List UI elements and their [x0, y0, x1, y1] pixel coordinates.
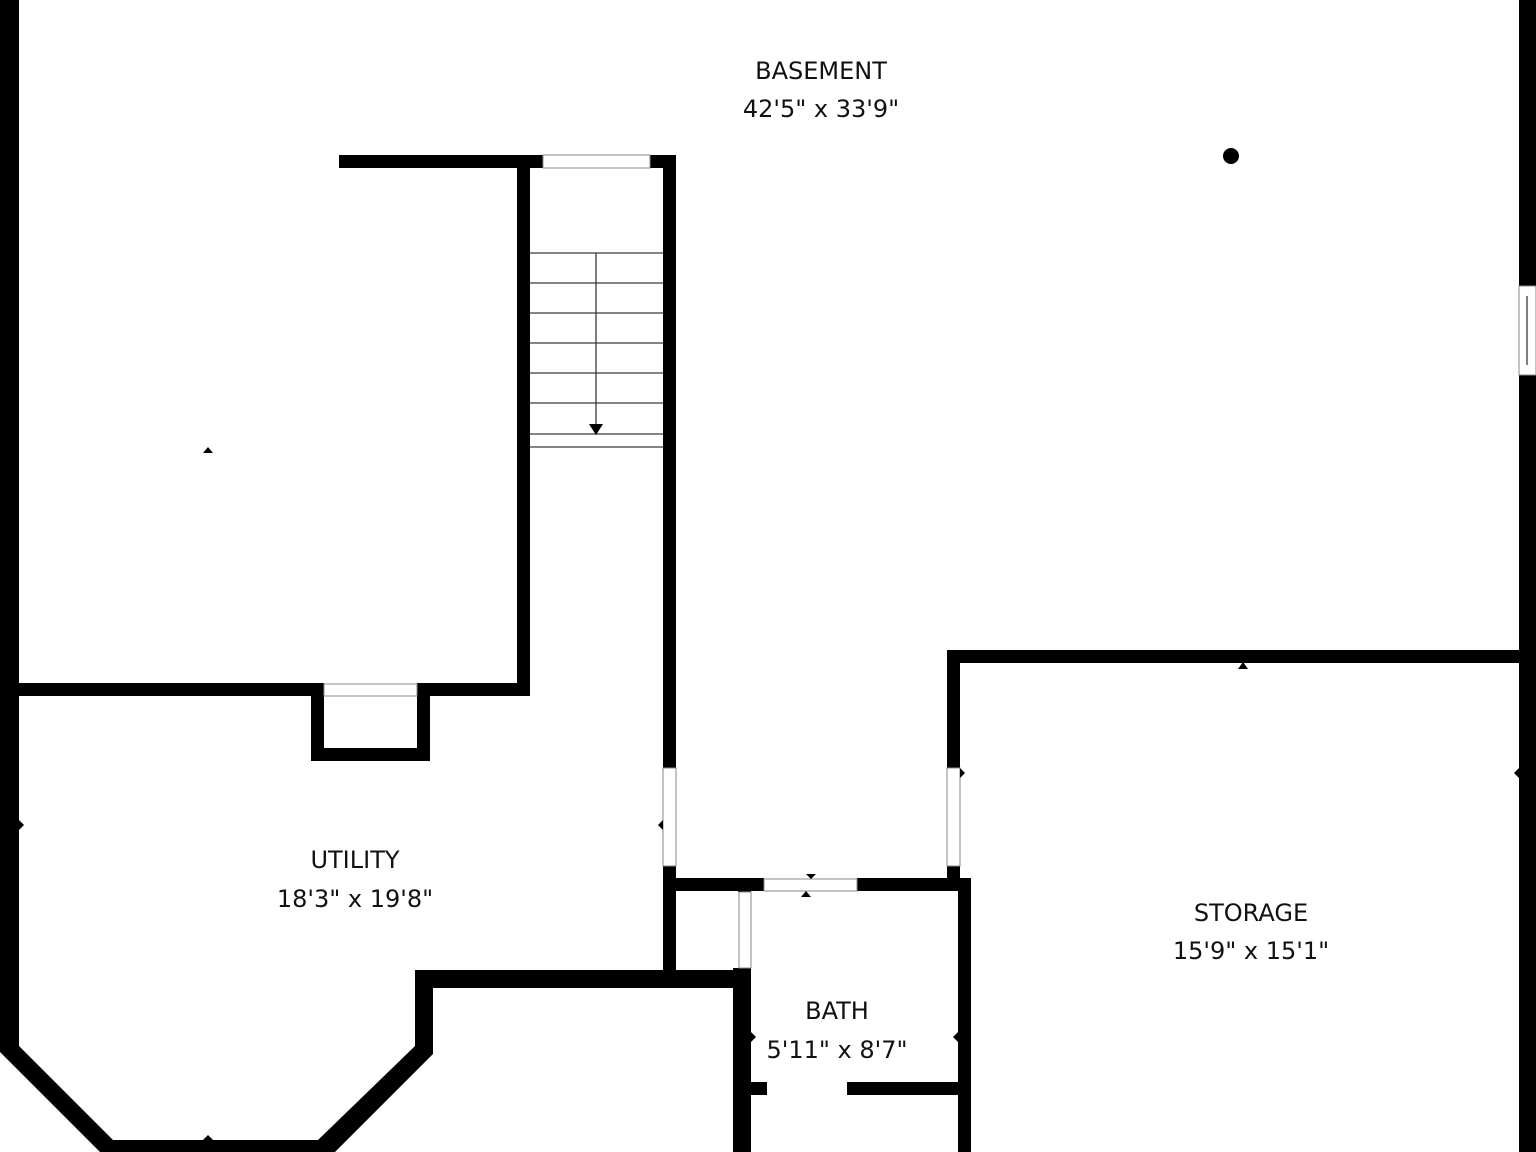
wall-utility-right-lower	[663, 866, 676, 988]
stair-top-opening	[542, 154, 651, 169]
bath-name: BATH	[805, 997, 869, 1025]
wall-right-outer-lower	[1519, 375, 1536, 1152]
wall-bath-left	[733, 968, 751, 1152]
wall-closet-right	[417, 683, 430, 761]
triangle-marker-icon	[801, 891, 811, 897]
bath-side-opening	[738, 891, 752, 969]
closet-door-opening	[323, 683, 418, 697]
wall-lower-divider-vertical	[415, 970, 433, 1054]
triangle-marker-icon	[19, 820, 24, 830]
staircase	[530, 252, 663, 448]
bath-door-opening	[763, 878, 858, 892]
utility-door-opening	[662, 767, 677, 867]
markers	[19, 148, 1519, 1140]
wall-lower-divider	[415, 970, 751, 988]
utility-dimensions: 18'3" x 19'8"	[277, 885, 433, 913]
wall-storage-left-lower	[947, 866, 960, 891]
wall-left-room-bottom-a	[0, 683, 324, 696]
storage-door-opening	[946, 767, 961, 867]
wall-bay-right-diagonal	[318, 1046, 433, 1152]
wall-bath-right	[958, 878, 971, 1152]
wall-right-outer	[1519, 0, 1536, 286]
triangle-marker-icon	[751, 1032, 756, 1042]
wall-closet-left	[311, 683, 324, 761]
triangle-marker-icon	[1514, 768, 1519, 778]
room-labels: BASEMENT 42'5" x 33'9" UTILITY 18'3" x 1…	[277, 57, 1329, 1064]
utility-name: UTILITY	[310, 846, 399, 874]
triangle-marker-icon	[203, 1135, 213, 1140]
triangle-marker-icon	[658, 820, 663, 830]
basement-name: BASEMENT	[755, 57, 887, 85]
dot-icon	[1223, 148, 1239, 164]
triangle-marker-icon	[953, 1032, 958, 1042]
wall-left-outer	[0, 0, 19, 1052]
wall-left-room-bottom-b	[417, 683, 530, 696]
wall-closet-bottom	[311, 748, 430, 761]
wall-bath-left-top	[738, 878, 751, 892]
wall-storage-top	[947, 650, 1521, 663]
arrow-down-icon	[589, 424, 603, 435]
triangle-marker-icon	[1238, 662, 1248, 669]
bath-dimensions: 5'11" x 8'7"	[766, 1036, 907, 1064]
wall-bath-stub-right	[847, 1082, 971, 1095]
wall-stair-right	[663, 155, 676, 768]
wall-storage-left-upper	[947, 650, 960, 768]
triangle-marker-icon	[203, 447, 213, 453]
storage-name: STORAGE	[1194, 899, 1308, 927]
wall-bath-top-b	[857, 878, 971, 891]
storage-dimensions: 15'9" x 15'1"	[1173, 937, 1329, 965]
openings	[323, 154, 1536, 969]
wall-bay-left-diagonal	[0, 1046, 113, 1152]
triangle-marker-icon	[960, 768, 965, 778]
wall-bay-bottom	[100, 1140, 330, 1152]
wall-stair-left	[517, 155, 530, 696]
triangle-marker-icon	[806, 874, 816, 879]
basement-dimensions: 42'5" x 33'9"	[743, 95, 899, 123]
wall-bath-stub-left	[733, 1082, 767, 1095]
wall-left-room-top	[339, 155, 543, 168]
